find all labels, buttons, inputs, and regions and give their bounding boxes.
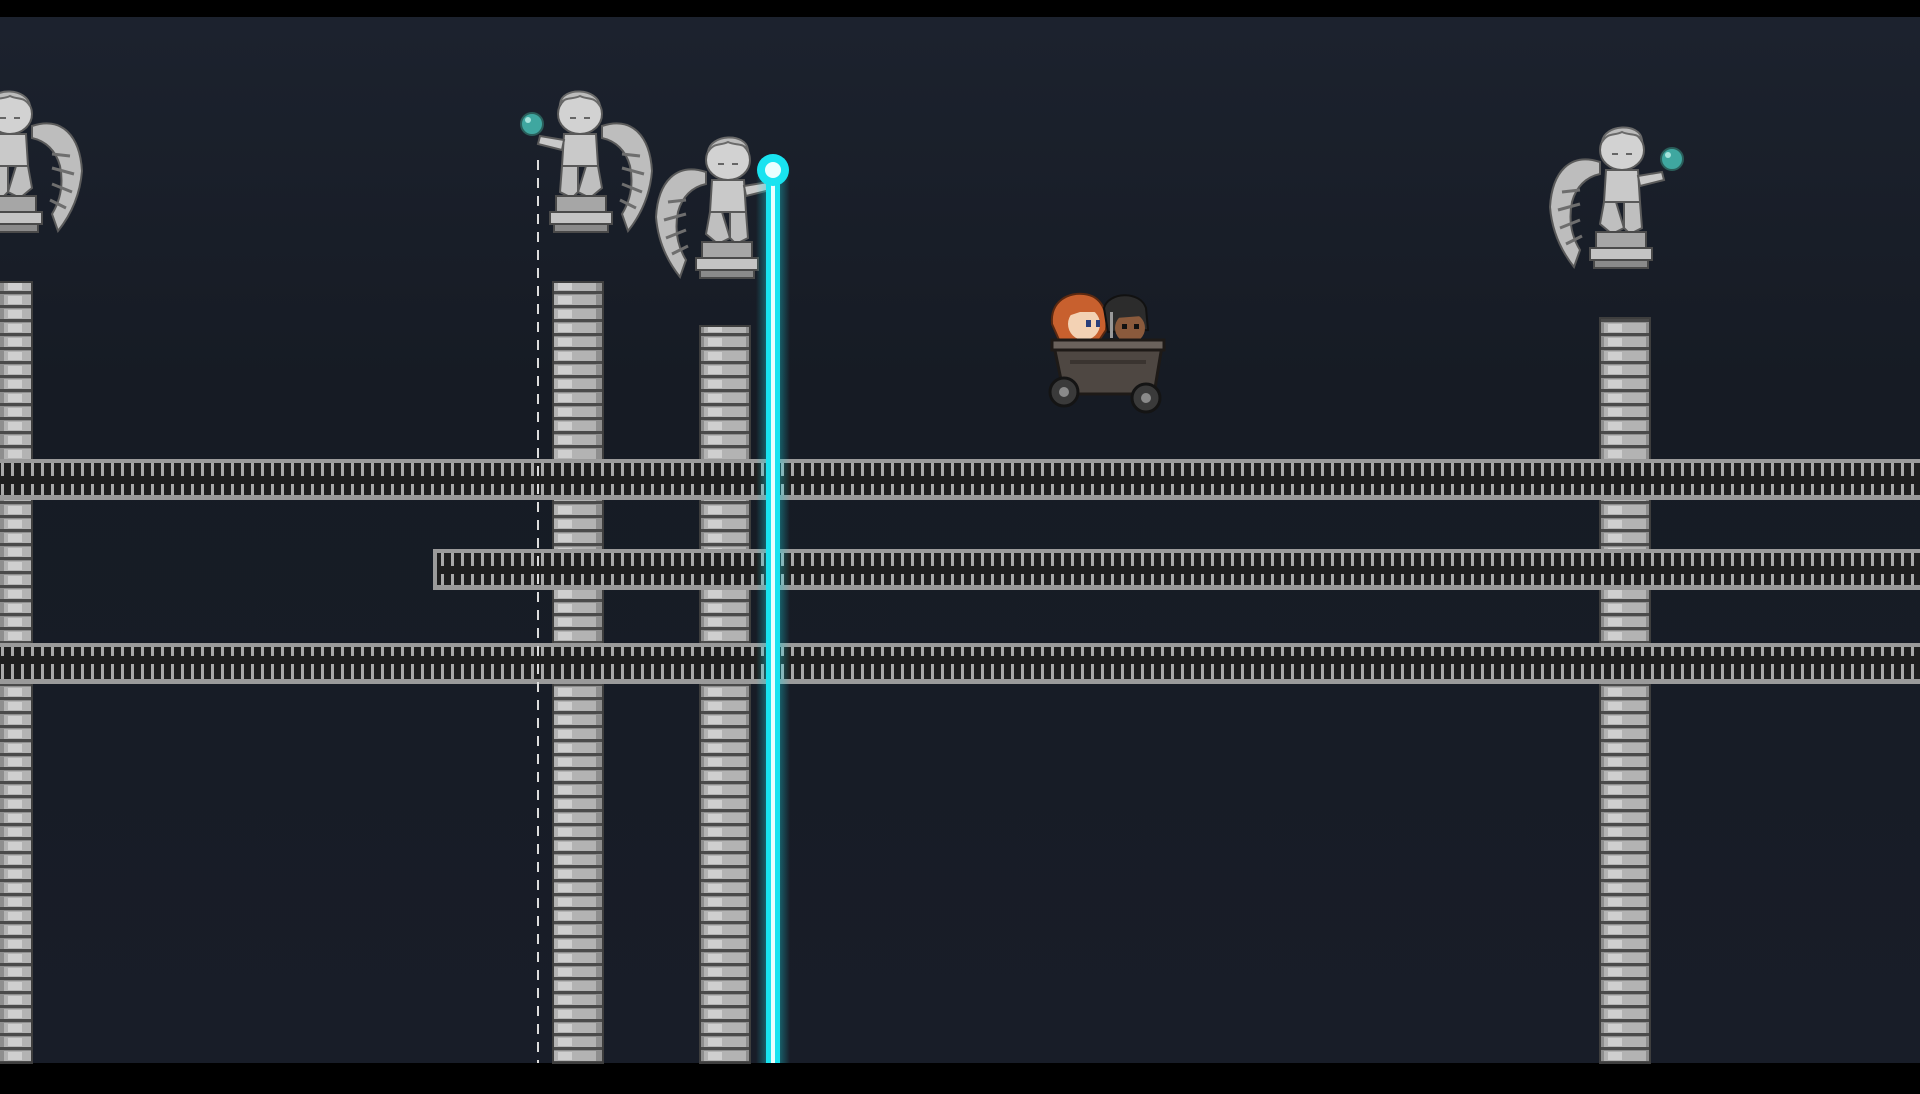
orb-left [520,112,544,136]
laser-beam [756,154,790,1063]
pillar-by-laser [699,325,751,1064]
rider-ginger-haired-girl [1050,292,1108,343]
top-rail [0,459,1920,500]
orb-right [1660,147,1684,171]
middle-rail [433,549,1920,590]
minecart [1048,292,1166,414]
pillar-right [1599,317,1651,1064]
cart-wheel-left [1048,376,1080,408]
rider-dark-haired-boy [1102,294,1150,343]
cart-wheel-right [1130,382,1162,414]
bottom-rail [0,643,1920,684]
